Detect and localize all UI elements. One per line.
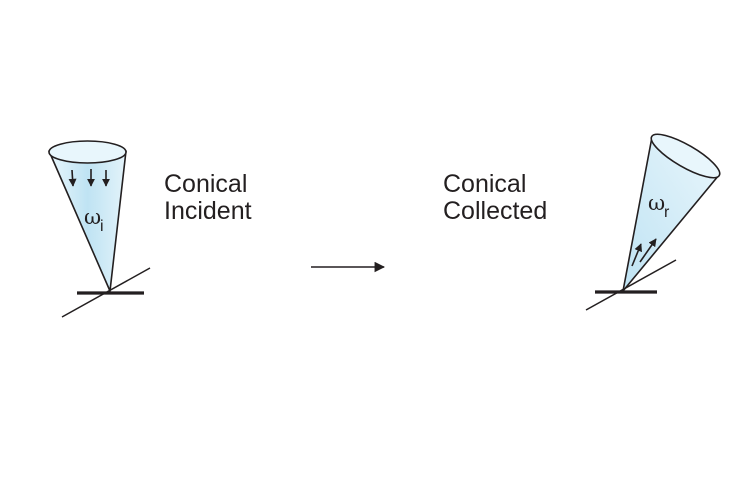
collected-cone-opening xyxy=(650,133,721,179)
incident-cone-opening xyxy=(48,140,127,164)
right-oblique-line xyxy=(585,259,677,311)
collected-label-line2: Collected xyxy=(443,197,547,225)
incident-arrow-1 xyxy=(68,169,77,187)
incident-cone-group: ω i xyxy=(48,140,151,318)
collected-arrow-1 xyxy=(631,243,642,267)
collected-solid-angle-symbol: ω xyxy=(648,191,665,215)
collected-arrows xyxy=(631,238,657,267)
incident-solid-angle-symbol: ω xyxy=(84,205,101,229)
collected-cone-group: ω r xyxy=(585,133,721,311)
incident-label-line1: Conical xyxy=(164,170,247,198)
incident-label-line2: Incident xyxy=(164,197,252,225)
incident-solid-angle-subscript: i xyxy=(100,218,104,235)
collected-arrow-2 xyxy=(639,238,657,263)
collected-solid-angle-subscript: r xyxy=(664,204,670,221)
collected-label-line1: Conical xyxy=(443,170,526,198)
incident-arrows xyxy=(68,169,110,187)
